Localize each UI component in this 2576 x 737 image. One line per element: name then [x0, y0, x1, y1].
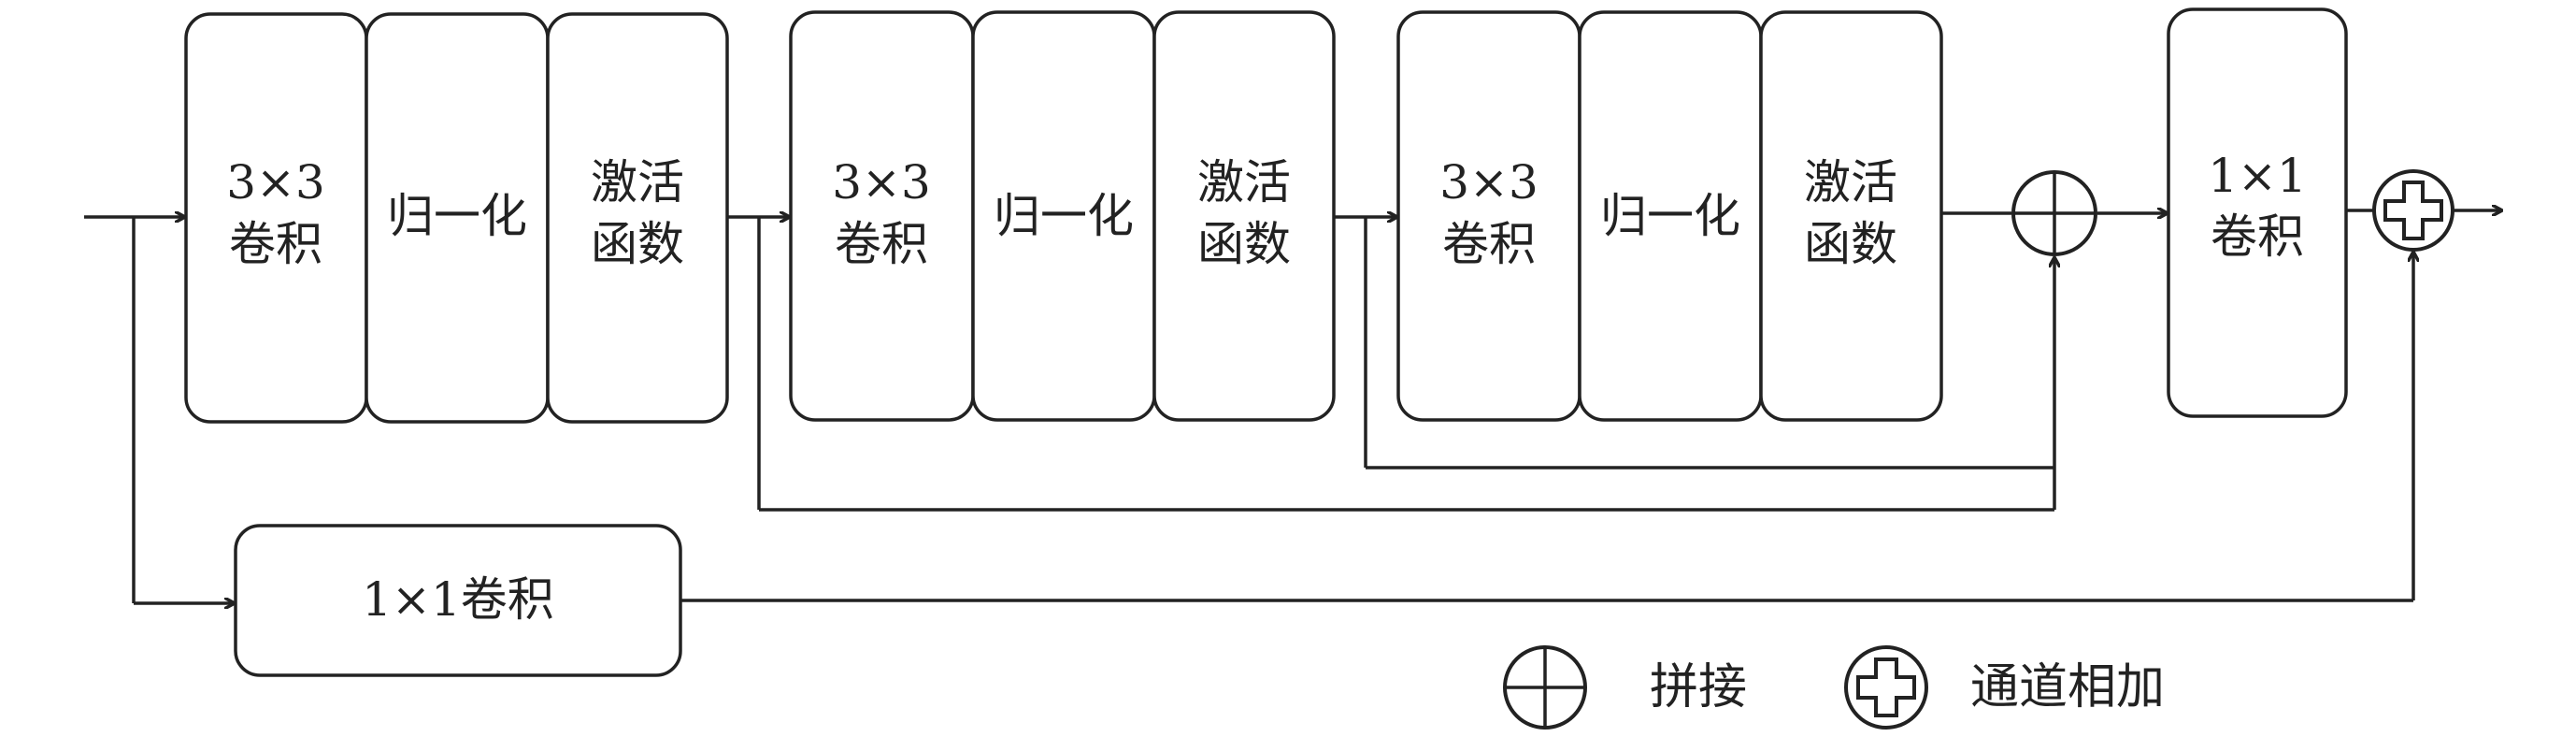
act-label-1-line2: 函数 — [591, 217, 684, 271]
act-label-2-line1: 激活 — [1197, 155, 1291, 210]
conv3x3-label-1-line2: 卷积 — [229, 217, 322, 271]
conv3x3-box-2 — [789, 10, 975, 422]
conv3x3-label-3-line2: 卷积 — [1442, 217, 1536, 271]
norm-label-3: 归一化 — [1600, 189, 1740, 243]
act-box-3 — [1759, 10, 1943, 422]
conv3x3-box-3 — [1396, 10, 1581, 422]
shortcut-conv1x1-box — [234, 524, 682, 677]
shortcut-conv: 1×1卷积 — [234, 524, 682, 677]
final-conv1x1-box — [2167, 7, 2348, 418]
channel-add-operator — [2372, 169, 2454, 252]
block-group-2: 3×3 卷积 归一化 激活 函数 — [789, 10, 1336, 422]
act-box-2 — [1152, 10, 1336, 422]
conv3x3-label-1-line1: 3×3 — [226, 155, 325, 210]
final-conv1x1-label-line2: 卷积 — [2211, 210, 2304, 264]
block-group-3: 3×3 卷积 归一化 激活 函数 — [1396, 10, 1943, 422]
legend: 拼接 通道相加 — [1503, 645, 2165, 730]
final-conv1x1-label-line1: 1×1 — [2208, 149, 2307, 203]
shortcut-conv1x1-label: 1×1卷积 — [362, 572, 554, 627]
block-group-1: 3×3 卷积 归一化 激活 函数 — [184, 12, 729, 424]
legend-concat-label: 拼接 — [1650, 659, 1747, 715]
act-label-3-line1: 激活 — [1804, 155, 1897, 210]
conv3x3-label-2-line2: 卷积 — [835, 217, 928, 271]
norm-label-1: 归一化 — [387, 189, 527, 243]
conv3x3-label-2-line1: 3×3 — [832, 155, 931, 210]
connections — [84, 210, 2501, 603]
concat-operator — [2011, 170, 2097, 256]
legend-channel-add-label: 通道相加 — [1970, 659, 2165, 715]
final-conv: 1×1 卷积 — [2167, 7, 2348, 418]
act-box-1 — [546, 12, 729, 424]
norm-label-2: 归一化 — [994, 189, 1134, 243]
act-label-1-line1: 激活 — [591, 155, 684, 210]
act-label-3-line2: 函数 — [1804, 217, 1897, 271]
conv3x3-label-3-line1: 3×3 — [1439, 155, 1538, 210]
act-label-2-line2: 函数 — [1197, 217, 1291, 271]
